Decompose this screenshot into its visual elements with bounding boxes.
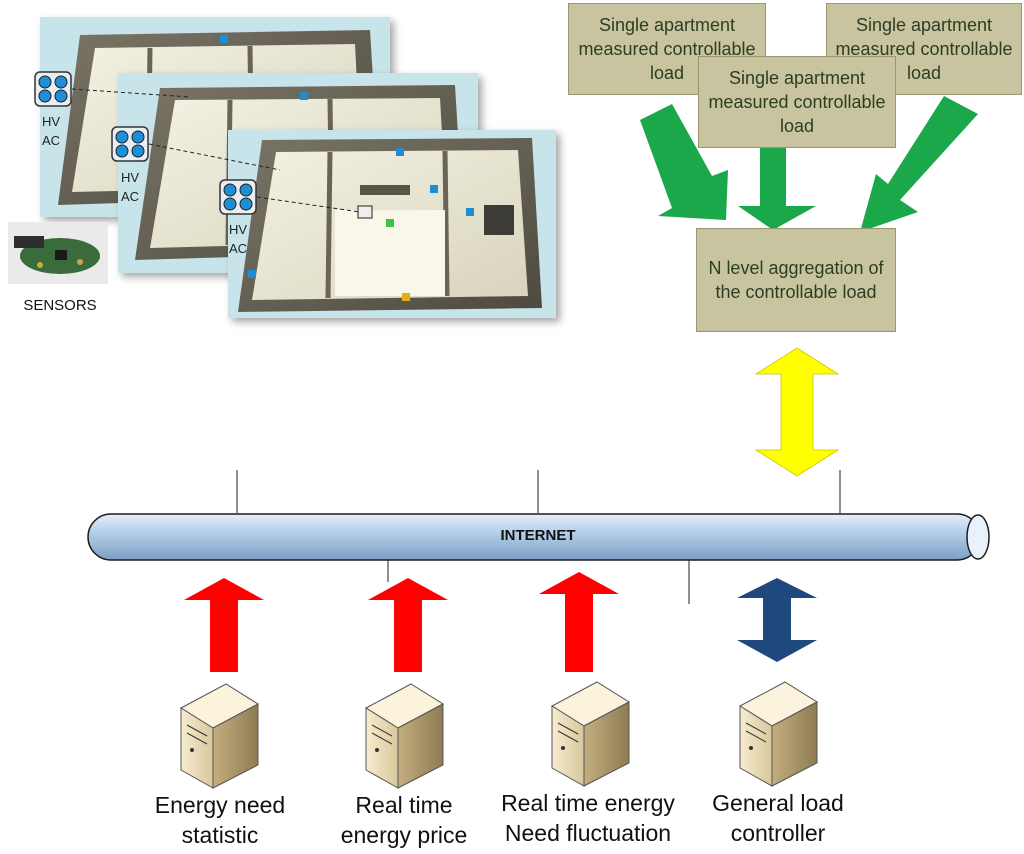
yellow-double-arrow [754,347,840,477]
aggregation-box: N level aggregation of the controllable … [696,228,896,332]
green-arrow-center [738,146,816,230]
server-label-energy-price: Real time energy price [314,790,494,850]
red-arrow-need-fluctuation [539,572,619,672]
internet-pipe [87,513,990,561]
server-label-line2: energy price [340,822,468,848]
hvac-label-2: HV AC [121,168,139,206]
server-label-load-controller: General load controller [690,788,866,848]
green-arrow-right [860,96,978,232]
internet-label: INTERNET [500,527,576,544]
hvac-unit-1 [34,71,191,107]
server-icon-1 [180,683,259,789]
server-icon-3 [551,681,630,787]
hvac-label-line1: HV [121,170,140,185]
connector-lines [236,470,841,604]
hvac-label-line2: AC [42,133,61,148]
server-label-line1: Energy need [154,792,286,818]
server-label-line1: General load [712,790,844,816]
server-label-line1: Real time [355,792,453,818]
server-label-line2: controller [730,820,826,846]
apartment-plan-3 [228,130,556,318]
server-label-line2: Need fluctuation [504,820,672,846]
server-label-line2: statistic [181,822,259,848]
red-arrow-energy-need [184,578,264,672]
hvac-label-line1: HV [229,222,248,237]
hvac-label-1: HV AC [42,112,60,150]
server-icon-2 [365,683,444,789]
hvac-label-line2: AC [121,189,140,204]
hvac-label-3: HV AC [229,220,247,258]
sensor-board-image [8,222,108,284]
server-label-need-fluctuation: Real time energy Need fluctuation [482,788,694,848]
red-arrow-energy-price [368,578,448,672]
hvac-unit-2 [111,126,281,171]
load-box-center: Single apartment measured controllable l… [698,56,896,148]
green-arrow-left [640,104,728,220]
sensors-label: SENSORS [23,297,97,314]
server-icon-4 [739,681,818,787]
server-label-line1: Real time energy [501,790,675,816]
hvac-label-line2: AC [229,241,248,256]
server-label-energy-need: Energy need statistic [130,790,310,850]
hvac-label-line1: HV [42,114,61,129]
hvac-unit-3 [219,179,373,219]
blue-double-arrow-controller [737,578,817,662]
